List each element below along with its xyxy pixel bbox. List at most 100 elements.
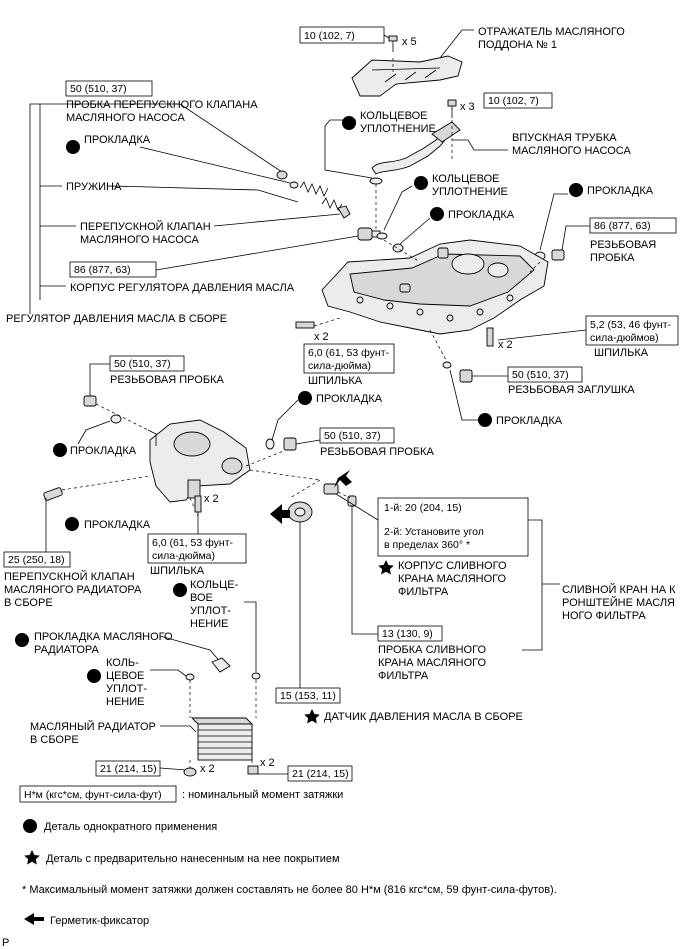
relief-valve-part: [337, 205, 351, 219]
label-oring-mid-line1: КОЛЬЦЕВОЕ: [432, 173, 500, 185]
torque-pan-stud-right-line1: 5,2 (53, 46 фунт-: [590, 319, 671, 331]
torque-box-pan-stud-right: [585, 315, 679, 346]
label-cooler-bypass-line1: ПЕРЕПУСКНОЙ КЛАПАН: [4, 570, 135, 583]
gasket-bracket-right: [265, 438, 275, 450]
torque-cooler-left: 21 (214, 15): [100, 763, 157, 775]
non-reusable-mark: [173, 583, 187, 597]
label-plug-mid: РЕЗЬБОВАЯ ПРОБКА: [320, 446, 434, 458]
label-pressure-sensor: ДАТЧИК ДАВЛЕНИЯ МАСЛА В СБОРЕ: [324, 711, 523, 723]
non-reusable-mark: [65, 517, 79, 531]
precoated-star-icon: [304, 709, 320, 724]
torque-box-cooler-right: [287, 765, 353, 782]
corner-mark: P: [2, 937, 9, 949]
label-stud-pan: ШПИЛЬКА: [308, 375, 363, 387]
label-drain-cock-assy-line1: СЛИВНОЙ КРАН НА К: [562, 583, 676, 596]
label-cooler-bypass-line3: В СБОРЕ: [4, 597, 53, 609]
spring-part: [299, 181, 343, 211]
torque-box-bypass: [3, 551, 71, 568]
oil-pressure-sensor-part: [287, 501, 313, 523]
oring-mid: [376, 232, 388, 240]
torque-box-drain-plug: [377, 625, 443, 642]
drain-cock-body-part: [323, 483, 339, 495]
torque-box-threaded-cap: [507, 366, 583, 383]
qty-cooler-right: x 2: [260, 757, 275, 769]
label-threaded-plug-line1: РЕЗЬБОВАЯ: [590, 239, 656, 251]
legend-non-reusable-icon: [23, 819, 37, 833]
torque-plug-left: 50 (510, 37): [114, 358, 171, 370]
torque-box-inlet-bolts: [483, 92, 553, 109]
non-reusable-mark: [298, 391, 312, 405]
label-drain-cock-assy-line3: НОГО ФИЛЬТРА: [562, 610, 646, 622]
torque-bracket-stud-line2: сила-дюйма): [152, 550, 215, 562]
qty-inlet-bolts: x 3: [460, 101, 475, 113]
oring-cooler-right: [251, 672, 261, 680]
regulator-body-part: [357, 227, 381, 241]
label-baffle-line2: ПОДДОНА № 1: [478, 39, 557, 51]
qty-pan-stud-right: x 2: [498, 339, 513, 351]
label-baffle-line1: ОТРАЖАТЕЛЬ МАСЛЯНОГО: [478, 26, 625, 38]
label-drain-body-line3: ФИЛЬТРА: [398, 586, 449, 598]
torque-pan-stud-line1: 6,0 (61, 53 фунт-: [308, 347, 389, 359]
label-oring-top-line1: КОЛЬЦЕВОЕ: [360, 110, 428, 122]
torque-box-plug-mid: [319, 427, 395, 444]
sealant-arrow-drain: [334, 470, 352, 488]
non-reusable-mark: [15, 633, 29, 647]
torque-box-sensor: [275, 687, 341, 704]
label-drain-plug-line3: ФИЛЬТРА: [378, 670, 429, 682]
label-oring-cooler-left-1: КОЛЬ-: [106, 657, 139, 669]
sealant-arrow-sensor: [270, 504, 290, 524]
label-spring: ПРУЖИНА: [66, 181, 122, 193]
label-gasket-bracket-right: ПРОКЛАДКА: [316, 393, 383, 405]
label-cooler-bypass-line2: МАСЛЯНОГО РАДИАТОРА: [4, 584, 142, 596]
legend-torque-desc: : номинальный момент затяжки: [182, 789, 343, 801]
torque-drain-step2: 2-й: Установите угол: [384, 526, 484, 538]
label-relief-plug-line2: МАСЛЯНОГО НАСОСА: [66, 112, 185, 124]
non-reusable-mark: [414, 176, 428, 190]
label-oring-cooler-right-4: НЕНИЕ: [190, 618, 228, 630]
oring-cooler-left: [185, 673, 195, 681]
label-gasket-relief: ПРОКЛАДКА: [84, 134, 151, 146]
gasket-cap: [442, 361, 452, 369]
torque-box-bracket-stud: [147, 533, 247, 564]
label-gasket-bracket: ПРОКЛАДКА: [70, 445, 137, 457]
legend-precoated: Деталь с предварительно нанесенным на не…: [46, 853, 340, 865]
pan-stud-left: [295, 321, 315, 329]
label-plug-left: РЕЗЬБОВАЯ ПРОБКА: [110, 374, 224, 386]
torque-baffle-bolts: 10 (102, 7): [304, 30, 355, 42]
non-reusable-mark: [66, 140, 80, 154]
label-oil-cooler-line1: МАСЛЯНЫЙ РАДИАТОР: [30, 720, 156, 733]
torque-drain-step1: 1-й: 20 (204, 15): [384, 502, 462, 514]
non-reusable-mark: [53, 443, 67, 457]
label-relief-valve-line1: ПЕРЕПУСКНОЙ КЛАПАН: [80, 220, 211, 233]
label-inlet-pipe-line1: ВПУСКНАЯ ТРУБКА: [512, 132, 617, 144]
torque-regulator-body: 86 (877, 63): [74, 264, 131, 276]
oil-filter-bracket-part: [147, 419, 251, 503]
legend-sealant: Герметик-фиксатор: [50, 915, 149, 927]
label-oring-cooler-left-2: ЦЕВОЕ: [106, 670, 144, 682]
legend-torque-format: Н*м (кгс*см, фунт-сила-фут): [24, 789, 162, 801]
oil-cooler-part: [190, 717, 254, 761]
torque-bracket-stud-line1: 6,0 (61, 53 фунт-: [152, 537, 233, 549]
label-stud-pan-right: ШПИЛЬКА: [594, 347, 649, 359]
qty-cooler-left: x 2: [200, 763, 215, 775]
pan-stud-right: [486, 327, 494, 347]
torque-pan-stud-line2: сила-дюйма): [308, 360, 371, 372]
label-cooler-gasket-line1: ПРОКЛАДКА МАСЛЯНОГО: [34, 631, 173, 643]
torque-relief-plug: 50 (510, 37): [70, 83, 127, 95]
label-regulator-body: КОРПУС РЕГУЛЯТОРА ДАВЛЕНИЯ МАСЛА: [70, 282, 295, 294]
cooler-gasket-part: [211, 657, 231, 673]
non-reusable-mark: [569, 183, 583, 197]
label-drain-cock-assy-line2: РОНШТЕЙНЕ МАСЛЯ: [562, 596, 675, 609]
bracket-stud: [194, 495, 202, 513]
relief-plug-part: [276, 170, 288, 180]
torque-pan-stud-right-line2: сила-дюймов): [590, 332, 659, 344]
torque-box-pan-stud: [303, 343, 395, 374]
label-drain-plug-line2: КРАНА МАСЛЯНОГО: [378, 657, 487, 669]
precoated-star-icon: [378, 560, 394, 575]
label-cooler-gasket-line2: РАДИАТОРА: [34, 644, 100, 656]
label-threaded-plug-line2: ПРОБКА: [590, 252, 635, 264]
cooler-nut-left: [183, 767, 197, 777]
cooler-bypass-valve-part: [43, 487, 63, 501]
torque-box-cooler-left: [95, 760, 161, 777]
label-regulator-assy: РЕГУЛЯТОР ДАВЛЕНИЯ МАСЛА В СБОРЕ: [6, 313, 227, 325]
